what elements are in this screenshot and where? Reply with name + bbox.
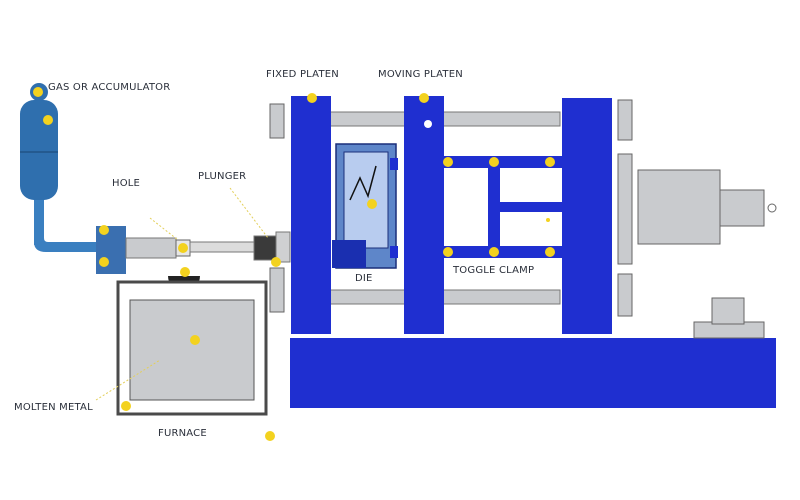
furnace <box>95 280 268 416</box>
marker <box>271 257 281 267</box>
die-cavity <box>343 151 389 249</box>
guide-blocks <box>269 99 633 317</box>
cavity-profile <box>349 165 377 201</box>
toggle-clamp <box>444 156 562 258</box>
markers <box>33 87 555 441</box>
hydraulic-cylinder <box>637 169 777 245</box>
molten-metal-leader <box>95 359 161 401</box>
die-lug-top <box>390 158 398 170</box>
gas-accumulator <box>20 83 100 252</box>
label-molten-metal: MOLTEN METAL <box>14 402 93 413</box>
toggle-link-top <box>444 156 562 168</box>
marker <box>489 157 499 167</box>
die-insert <box>332 240 366 268</box>
plunger-rod-right <box>189 241 255 253</box>
label-hole: HOLE <box>112 178 141 189</box>
plunger-leader <box>229 187 269 239</box>
cylinder-port <box>767 203 777 213</box>
marker <box>99 225 109 235</box>
marker <box>178 243 188 253</box>
fixed-platen <box>291 96 331 334</box>
shot-system <box>96 187 291 292</box>
marker <box>43 115 53 125</box>
label-fixed-platen: FIXED PLATEN <box>266 69 339 80</box>
nozzle <box>275 231 291 263</box>
label-gas-accumulator: GAS OR ACCUMULATOR <box>48 82 171 93</box>
marker <box>121 401 131 411</box>
machine-base <box>290 338 776 408</box>
die-lug-bottom <box>390 246 398 258</box>
die <box>332 143 398 269</box>
label-furnace: FURNACE <box>158 428 207 439</box>
marker <box>545 247 555 257</box>
platen-hole <box>424 120 432 128</box>
marker <box>546 218 550 222</box>
marker <box>265 431 275 441</box>
label-plunger: PLUNGER <box>198 171 247 182</box>
marker <box>419 93 429 103</box>
marker <box>443 157 453 167</box>
marker <box>180 267 190 277</box>
guide-block-left-top <box>269 103 285 139</box>
marker <box>99 257 109 267</box>
cylinder-cap <box>719 189 765 227</box>
pipe-elbow <box>34 238 100 252</box>
marker <box>545 157 555 167</box>
cylinder-body <box>637 169 721 245</box>
label-toggle-clamp: TOGGLE CLAMP <box>453 265 535 276</box>
marker <box>443 247 453 257</box>
molten-metal-pool <box>129 299 255 401</box>
guide-block-right-bottom <box>617 273 633 317</box>
marker <box>307 93 317 103</box>
label-die: DIE <box>355 273 373 284</box>
pedestal-post <box>711 297 745 325</box>
guide-block-left-bottom <box>269 267 285 313</box>
accumulator-tank <box>20 100 58 200</box>
marker <box>367 199 377 209</box>
pipe-vertical <box>34 200 44 245</box>
plunger-rod-left <box>125 237 177 259</box>
guide-block-right-mid <box>617 153 633 265</box>
toggle-link-bottom <box>444 246 562 258</box>
marker <box>489 247 499 257</box>
hole-leader <box>149 217 179 241</box>
toggle-link-middle <box>500 202 562 212</box>
toggle-crosshead <box>488 164 500 254</box>
marker <box>190 335 200 345</box>
pedestal-support <box>693 297 765 339</box>
label-moving-platen: MOVING PLATEN <box>378 69 463 80</box>
moving-platen <box>404 96 444 334</box>
marker <box>33 87 43 97</box>
rear-platen <box>562 98 612 334</box>
guide-block-right-top <box>617 99 633 141</box>
